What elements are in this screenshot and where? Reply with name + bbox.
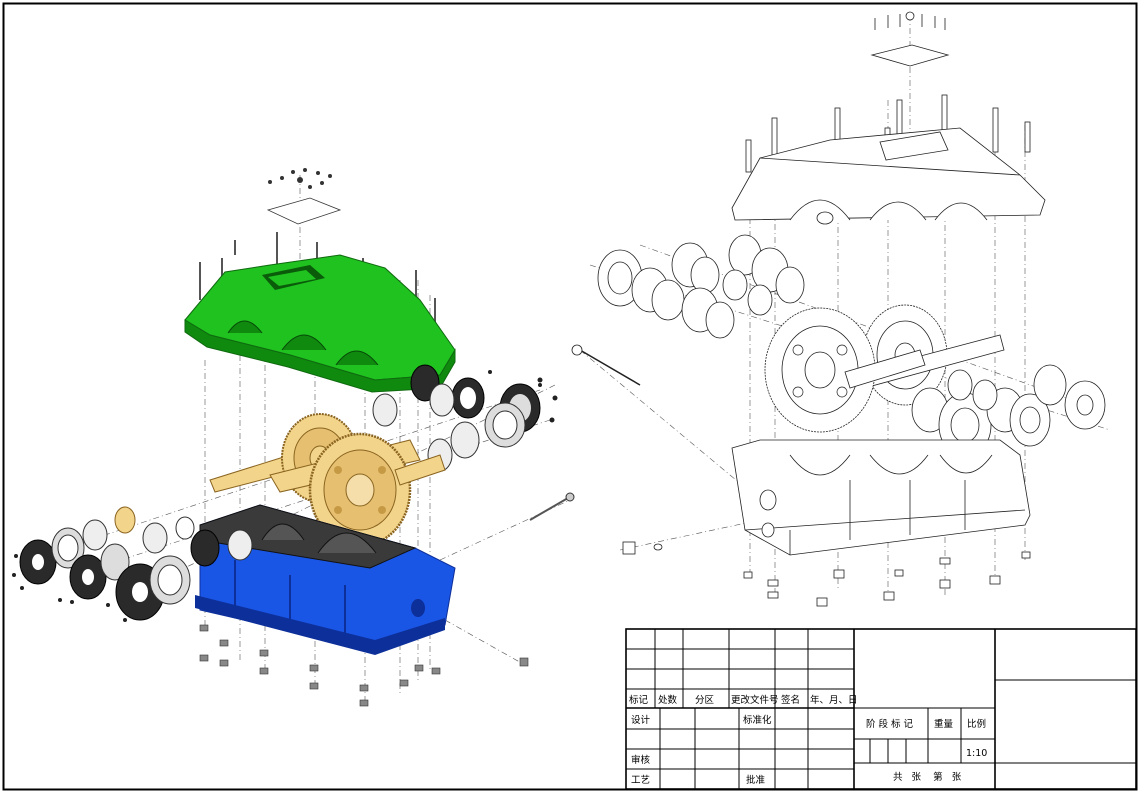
rev-header-zone: 分区 — [695, 695, 715, 706]
lineart-bolts — [745, 94, 1031, 173]
lineart-oil-dipstick — [571, 344, 641, 386]
left-bearing-caps — [12, 506, 191, 622]
lineart-right-flanges — [911, 364, 1106, 458]
rev-header-mark: 标记 — [629, 694, 649, 706]
label-standardization: 标准化 — [743, 714, 772, 726]
label-review: 审核 — [631, 754, 651, 766]
label-stage-mark: 阶 段 标 记 — [866, 718, 914, 730]
label-process: 工艺 — [631, 775, 650, 786]
rev-header-signature: 签名 — [781, 694, 800, 706]
lineart-drain-plug — [622, 541, 663, 555]
label-approve: 批准 — [746, 774, 766, 786]
title-block: 标记 处数 分区 更改文件号 签名 年、月、日 设计 标准化 审核 工艺 批准 … — [625, 628, 1137, 790]
exploded-gearbox-lineart-icon — [571, 11, 1111, 607]
scale-value: 1:10 — [966, 748, 987, 759]
bottom-fasteners — [199, 624, 529, 707]
exploded-gearbox-colored-icon — [12, 168, 575, 707]
label-design: 设计 — [631, 714, 651, 726]
rev-header-date: 年、月、日 — [810, 694, 858, 706]
lineart-upper-housing — [731, 127, 1046, 225]
rev-header-change-doc: 更改文件号 — [731, 694, 779, 706]
lineart-inspection-cover — [870, 11, 950, 67]
sheet-count-info: 共 张 第 张 — [893, 771, 962, 783]
gear-shaft-assembly — [209, 413, 446, 548]
lower-housing — [175, 504, 456, 655]
label-weight: 重量 — [934, 718, 954, 730]
lineart-lower-housing — [731, 439, 1031, 556]
label-scale: 比例 — [967, 718, 986, 730]
oil-dipstick — [529, 492, 575, 521]
right-bearing-caps — [372, 364, 558, 472]
lineart-bottom-fasteners — [743, 551, 1031, 607]
inspection-cover — [266, 168, 342, 225]
lineart-gears — [764, 304, 1005, 433]
lineart-left-flanges — [597, 234, 805, 339]
rev-header-count: 处数 — [658, 694, 678, 706]
